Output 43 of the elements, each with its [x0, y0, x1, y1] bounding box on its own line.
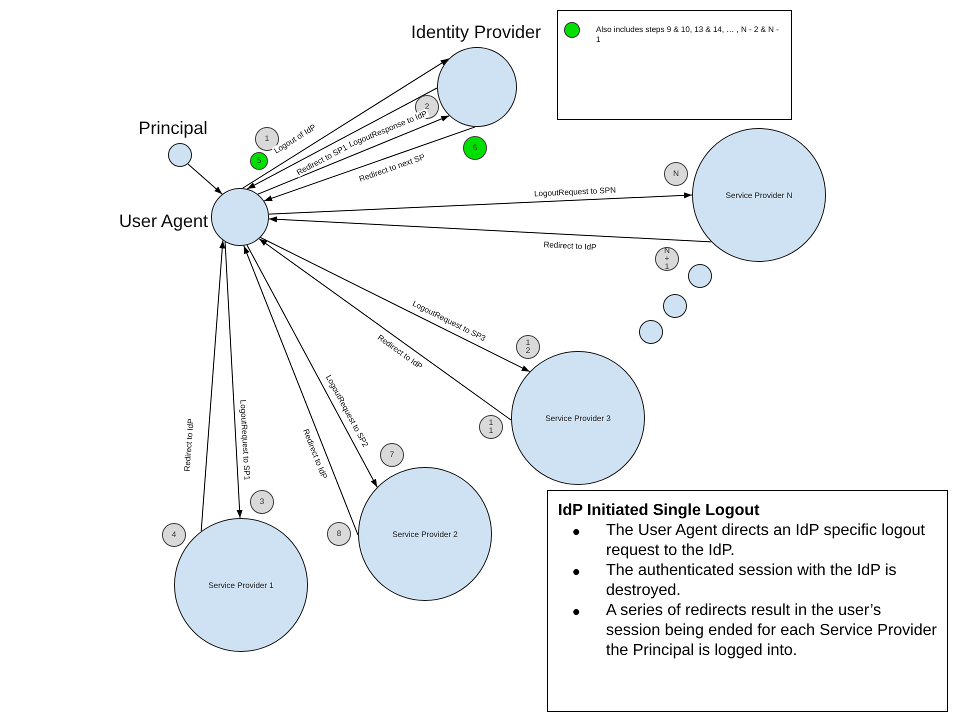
node-circle [211, 188, 269, 246]
step-number-badge: N [664, 162, 688, 186]
node-label: Service Provider N [724, 190, 794, 202]
arrow [257, 115, 450, 195]
node-label: Principal [137, 116, 209, 140]
node-label: Service Provider 1 [207, 580, 275, 592]
node-label: Identity Provider [410, 20, 542, 44]
legend-text: Also includes steps 9 & 10, 13 & 14, … , N - 2 & N - 1 [596, 25, 780, 45]
step-number-badge: 3 [250, 490, 274, 514]
text-panel [547, 490, 948, 712]
edge-label: LogoutRequest to SPN [532, 186, 618, 198]
node-label: User Agent [118, 210, 208, 233]
step-number-badge: 11 [479, 415, 503, 439]
edge-label: Redirect to IdP [542, 240, 598, 252]
step-number-badge: 12 [516, 335, 540, 359]
arrow [187, 163, 223, 195]
arrow [242, 58, 450, 189]
edge-label: LogoutRequest to SP1 [238, 398, 252, 482]
arrow [268, 216, 712, 242]
bullet-marker: ● [572, 522, 580, 541]
bullet-text: The authenticated session with the IdP is destroyed. [606, 561, 898, 601]
arrow [246, 88, 438, 190]
arrow [246, 244, 378, 488]
arrow [200, 240, 226, 532]
arrow [258, 238, 512, 421]
bullet-marker: ● [572, 562, 580, 581]
step-number-badge: N + 1 [655, 247, 679, 271]
node-circle [168, 143, 192, 167]
edge-label: Redirect to IdP [182, 417, 196, 473]
bullet-text: A series of redirects result in the user’s session being ended for each Service Provider the Principal is logged into. [606, 601, 937, 661]
node-label: Service Provider 2 [391, 528, 459, 540]
arrow [260, 237, 530, 372]
bullet-text: The User Agent directs an IdP specific logout request to the IdP. [606, 521, 926, 561]
step-number-badge: 8 [327, 522, 351, 546]
step-number-badge: 6 [463, 136, 487, 160]
bullet-marker: ● [572, 602, 580, 621]
step-number-badge: 4 [162, 523, 186, 547]
node-label: Service Provider 3 [544, 412, 612, 424]
arrow [224, 241, 243, 518]
panel-heading: IdP Initiated Single Logout [558, 501, 760, 521]
arrow [268, 192, 692, 215]
step-number-badge: 7 [380, 443, 404, 467]
step-number-badge: 5 [250, 152, 268, 170]
